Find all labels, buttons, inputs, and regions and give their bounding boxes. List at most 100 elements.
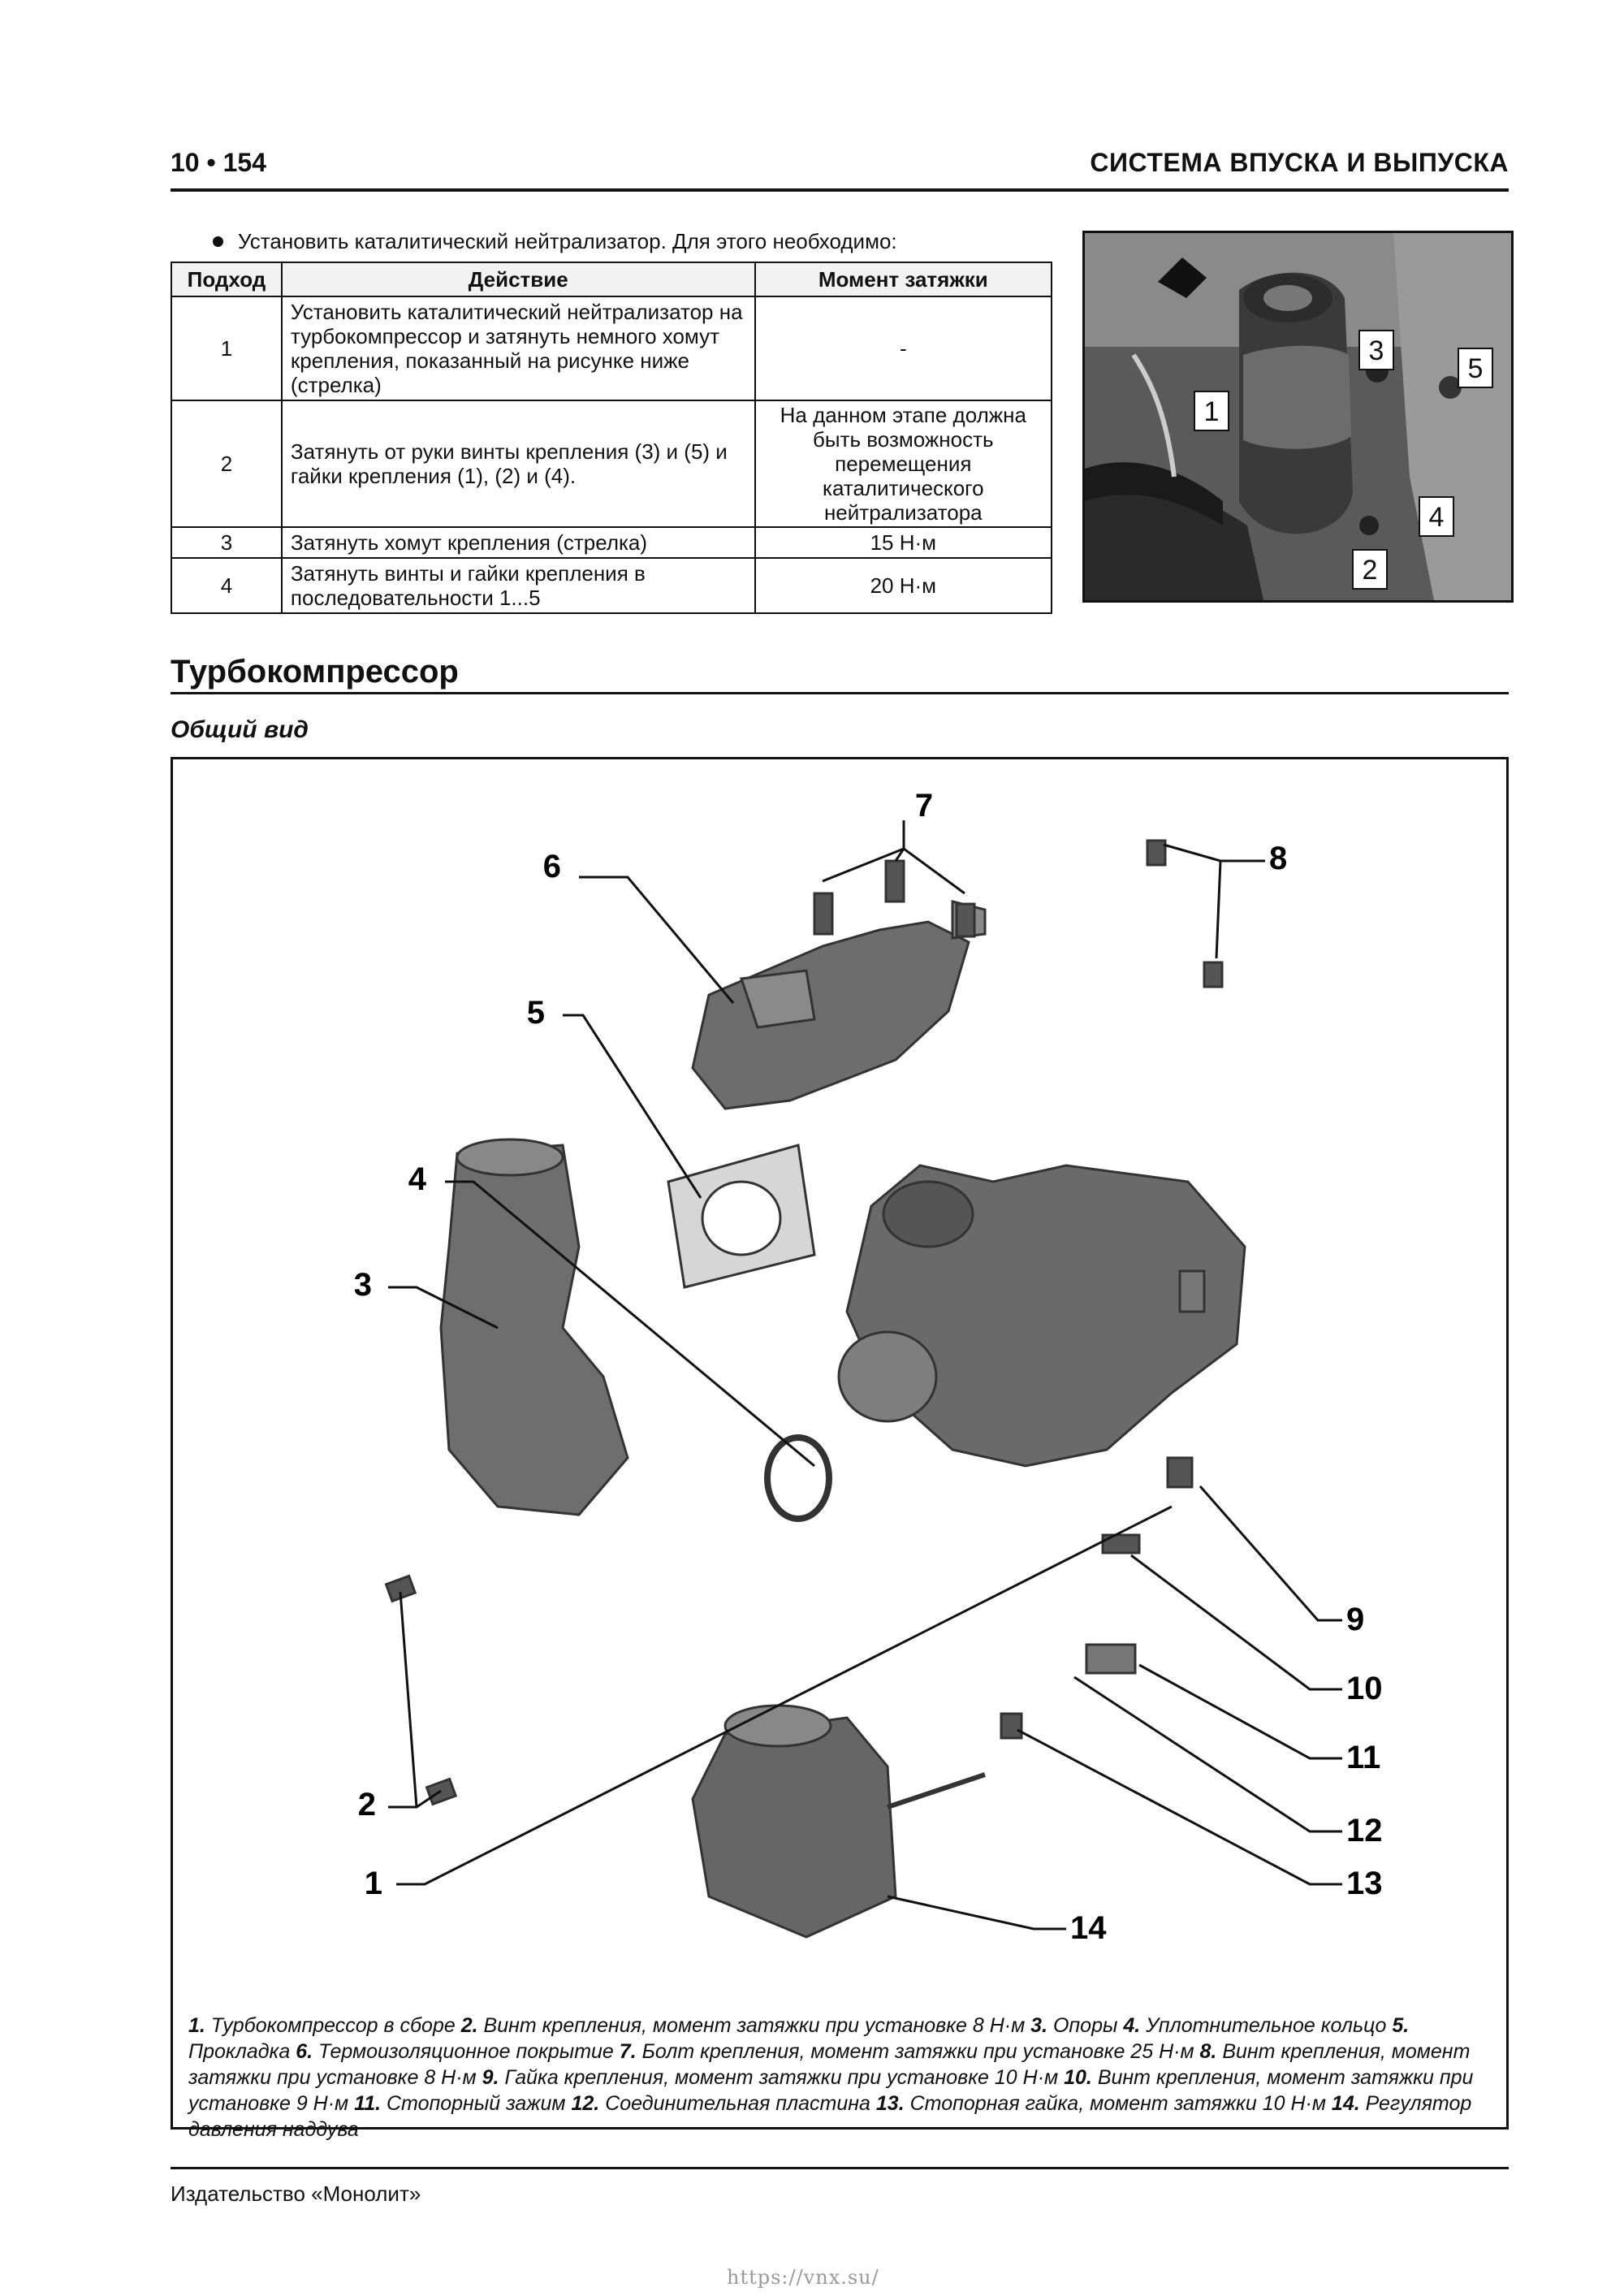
cell-step: 2 xyxy=(171,400,283,528)
nut-9 xyxy=(1166,1456,1194,1489)
diagram-label-11: 11 xyxy=(1346,1740,1380,1775)
caption-item-text: Уплотнительное кольцо xyxy=(1140,2014,1393,2037)
photo-label-2: 2 xyxy=(1363,555,1378,586)
catalytic-converter-photo: 3 5 1 4 2 xyxy=(1082,231,1514,603)
caption-item-text: Турбокомпрессор в сборе xyxy=(205,2014,461,2037)
diagram-label-7: 7 xyxy=(915,788,933,824)
diagram-label-13: 13 xyxy=(1346,1866,1383,1901)
bolt-7-a xyxy=(813,892,834,936)
seal-ring-part xyxy=(764,1434,832,1522)
table-row: 1 Установить каталитический нейтрализато… xyxy=(171,296,1053,401)
photo-label-4: 4 xyxy=(1429,502,1445,533)
diagram-caption: 1. Турбокомпрессор в сборе 2. Винт крепл… xyxy=(188,2013,1496,2143)
caption-item-number: 13. xyxy=(875,2092,905,2115)
footer-divider xyxy=(171,2167,1509,2169)
boost-regulator-part xyxy=(691,1716,897,1939)
cell-action: Затянуть винты и гайки крепления в после… xyxy=(280,557,756,614)
caption-item-text: Винт крепления, момент затяжки при устан… xyxy=(477,2014,1031,2037)
caption-item-text: Прокладка xyxy=(188,2040,296,2063)
cell-torque: 15 Н·м xyxy=(754,526,1053,559)
bullet-dot-icon xyxy=(213,236,223,248)
caption-item-text: Стопорная гайка, момент затяжки 10 Н·м xyxy=(904,2092,1332,2115)
caption-item-text: Опоры xyxy=(1047,2014,1124,2037)
diagram-label-3: 3 xyxy=(354,1267,372,1303)
bolt-7-c xyxy=(955,902,976,938)
photo-label-1: 1 xyxy=(1204,396,1220,427)
clip-11 xyxy=(1085,1643,1137,1675)
caption-item-number: 14. xyxy=(1331,2092,1360,2115)
caption-item-text: Регулятор давления наддува xyxy=(188,2092,1472,2141)
cell-step: 3 xyxy=(171,526,283,559)
caption-item-number: 8. xyxy=(1199,2040,1217,2063)
heat-shield-bracket xyxy=(739,969,816,1029)
cell-step: 1 xyxy=(171,296,283,401)
diagram-label-2: 2 xyxy=(358,1787,376,1823)
screw-10 xyxy=(1101,1533,1141,1554)
screw-2-a xyxy=(384,1574,417,1603)
diagram-label-9: 9 xyxy=(1346,1602,1364,1637)
subsection-title: Общий вид xyxy=(171,716,309,743)
section-divider xyxy=(171,692,1509,694)
caption-item-number: 9. xyxy=(482,2066,499,2089)
page-number: 10 • 154 xyxy=(171,148,266,177)
caption-item-number: 12. xyxy=(571,2092,600,2115)
intake-pipe-part xyxy=(439,1144,629,1516)
caption-item-number: 7. xyxy=(619,2040,637,2063)
caption-item-text: Термоизоляционное покрытие xyxy=(313,2040,620,2063)
table-row: 3 Затянуть хомут крепления (стрелка) 15 … xyxy=(171,526,1053,559)
diagram-label-1: 1 xyxy=(365,1866,382,1901)
photo-label-5: 5 xyxy=(1468,353,1484,384)
intro-text: Установить каталитический нейтрализатор.… xyxy=(238,229,897,253)
table-row: 4 Затянуть винты и гайки крепления в пос… xyxy=(171,557,1053,614)
cell-action: Установить каталитический нейтрализатор … xyxy=(280,296,756,401)
heat-shield-part xyxy=(691,920,970,1110)
caption-item-text: Болт крепления, момент затяжки при устан… xyxy=(636,2040,1200,2063)
col-header-step: Подход xyxy=(171,262,283,297)
col-header-torque: Момент затяжки xyxy=(754,262,1053,297)
header-divider xyxy=(171,188,1509,192)
publisher-footer: Издательство «Монолит» xyxy=(171,2181,421,2206)
caption-item-number: 1. xyxy=(188,2014,205,2037)
diagram-label-12: 12 xyxy=(1346,1813,1383,1848)
steps-table: Подход Действие Момент затяжки 1 Установ… xyxy=(171,262,1053,614)
diagram-label-10: 10 xyxy=(1346,1671,1383,1706)
caption-item-number: 2. xyxy=(460,2014,478,2037)
caption-item-number: 3. xyxy=(1030,2014,1048,2037)
diagram-label-14: 14 xyxy=(1070,1910,1107,1946)
exploded-diagram-frame: 6 5 4 3 7 8 9 10 11 12 13 14 2 1 xyxy=(171,757,1509,2130)
photo-label-3: 3 xyxy=(1369,335,1384,366)
caption-item-text: Гайка крепления, момент затяжки при уста… xyxy=(499,2066,1065,2089)
diagram-label-8: 8 xyxy=(1269,841,1287,876)
caption-item-number: 6. xyxy=(296,2040,313,2063)
screw-8-a xyxy=(1146,839,1167,867)
screw-8-b xyxy=(1203,961,1224,988)
diagram-label-5: 5 xyxy=(527,995,545,1031)
watermark-link[interactable]: https://vnx.su/ xyxy=(727,2266,879,2289)
caption-item-number: 4. xyxy=(1123,2014,1141,2037)
intro-bullet: Установить каталитический нейтрализатор.… xyxy=(171,229,897,254)
caption-item-text: Винт крепления, момент затяжки при устан… xyxy=(188,2066,1474,2115)
section-header: СИСТЕМА ВПУСКА И ВЫПУСКА xyxy=(1090,148,1509,177)
cell-action: Затянуть от руки винты крепления (3) и (… xyxy=(280,400,756,528)
col-header-action: Действие xyxy=(280,262,756,297)
table-header-row: Подход Действие Момент затяжки xyxy=(171,262,1053,297)
diagram-label-4: 4 xyxy=(408,1161,427,1197)
caption-item-text: Стопорный зажим xyxy=(381,2092,572,2115)
bolt-7-b xyxy=(884,859,905,903)
cell-torque: На данном этапе должна быть возможность … xyxy=(754,400,1053,528)
cell-action: Затянуть хомут крепления (стрелка) xyxy=(280,526,756,559)
caption-item-number: 11. xyxy=(354,2092,382,2115)
table-row: 2 Затянуть от руки винты крепления (3) и… xyxy=(171,400,1053,528)
caption-item-text: Винт крепления, момент затяжки при устан… xyxy=(188,2040,1471,2089)
caption-item-text: Соединительная пластина xyxy=(599,2092,876,2115)
nut-13 xyxy=(1000,1712,1023,1740)
cell-step: 4 xyxy=(171,557,283,614)
section-title: Турбокомпрессор xyxy=(171,654,459,690)
cell-torque: 20 Н·м xyxy=(754,557,1053,614)
cell-torque: - xyxy=(754,296,1053,401)
caption-item-number: 10. xyxy=(1064,2066,1092,2089)
caption-item-number: 5. xyxy=(1392,2014,1410,2037)
diagram-label-6: 6 xyxy=(543,849,561,884)
turbocharger-exploded-diagram: 6 5 4 3 7 8 9 10 11 12 13 14 2 1 xyxy=(354,788,1383,1946)
photo-illustration: 3 5 1 4 2 xyxy=(1085,233,1511,600)
